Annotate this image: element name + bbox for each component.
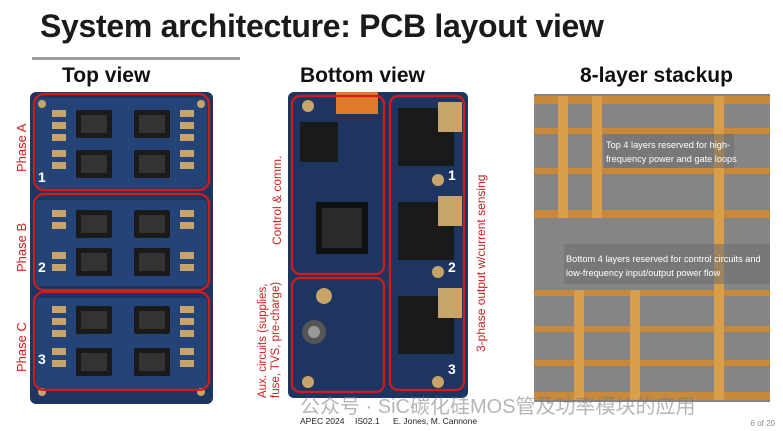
svg-text:1: 1 [448, 167, 456, 183]
label-control-comm: Control & comm. [270, 155, 284, 245]
stackup-note-top: Top 4 layers reserved for high-frequency… [606, 140, 737, 164]
label-3phase-output: 3-phase output w/current sensing [474, 174, 488, 352]
footer-authors: E. Jones, M. Cannone [393, 416, 478, 426]
label-phase-c: Phase C [14, 322, 29, 372]
label-aux-circuits: Aux. circuits (supplies, fuse, TVS, pre-… [257, 281, 282, 398]
footer-conference: APEC 2024 [300, 416, 345, 426]
svg-text:1: 1 [38, 169, 46, 185]
svg-text:2: 2 [448, 259, 456, 275]
bottom-view-pcb-image: 1 2 3 [288, 92, 468, 398]
slide-title: System architecture: PCB layout view [40, 8, 604, 44]
svg-text:3: 3 [448, 361, 456, 377]
svg-text:2: 2 [38, 259, 46, 275]
label-phase-b: Phase B [14, 222, 29, 272]
top-view-pcb-image: 1 2 3 [30, 92, 213, 404]
page-number: 6 of 20 [750, 419, 775, 428]
label-phase-a: Phase A [14, 123, 29, 172]
svg-text:3: 3 [38, 351, 46, 367]
section-stackup: 8-layer stackup [580, 64, 733, 87]
stackup-image: Top 4 layers reserved for high-frequency… [534, 94, 770, 402]
section-top-view: Top view [62, 64, 151, 87]
stackup-note-bottom: Bottom 4 layers reserved for control cir… [566, 254, 761, 278]
watermark-text: 公众号 · SiC碳化硅MOS管及功率模块的应用 [300, 396, 696, 418]
footer-session: IS02.1 [355, 416, 380, 426]
section-bottom-view: Bottom view [300, 64, 425, 87]
title-underline [32, 57, 240, 60]
